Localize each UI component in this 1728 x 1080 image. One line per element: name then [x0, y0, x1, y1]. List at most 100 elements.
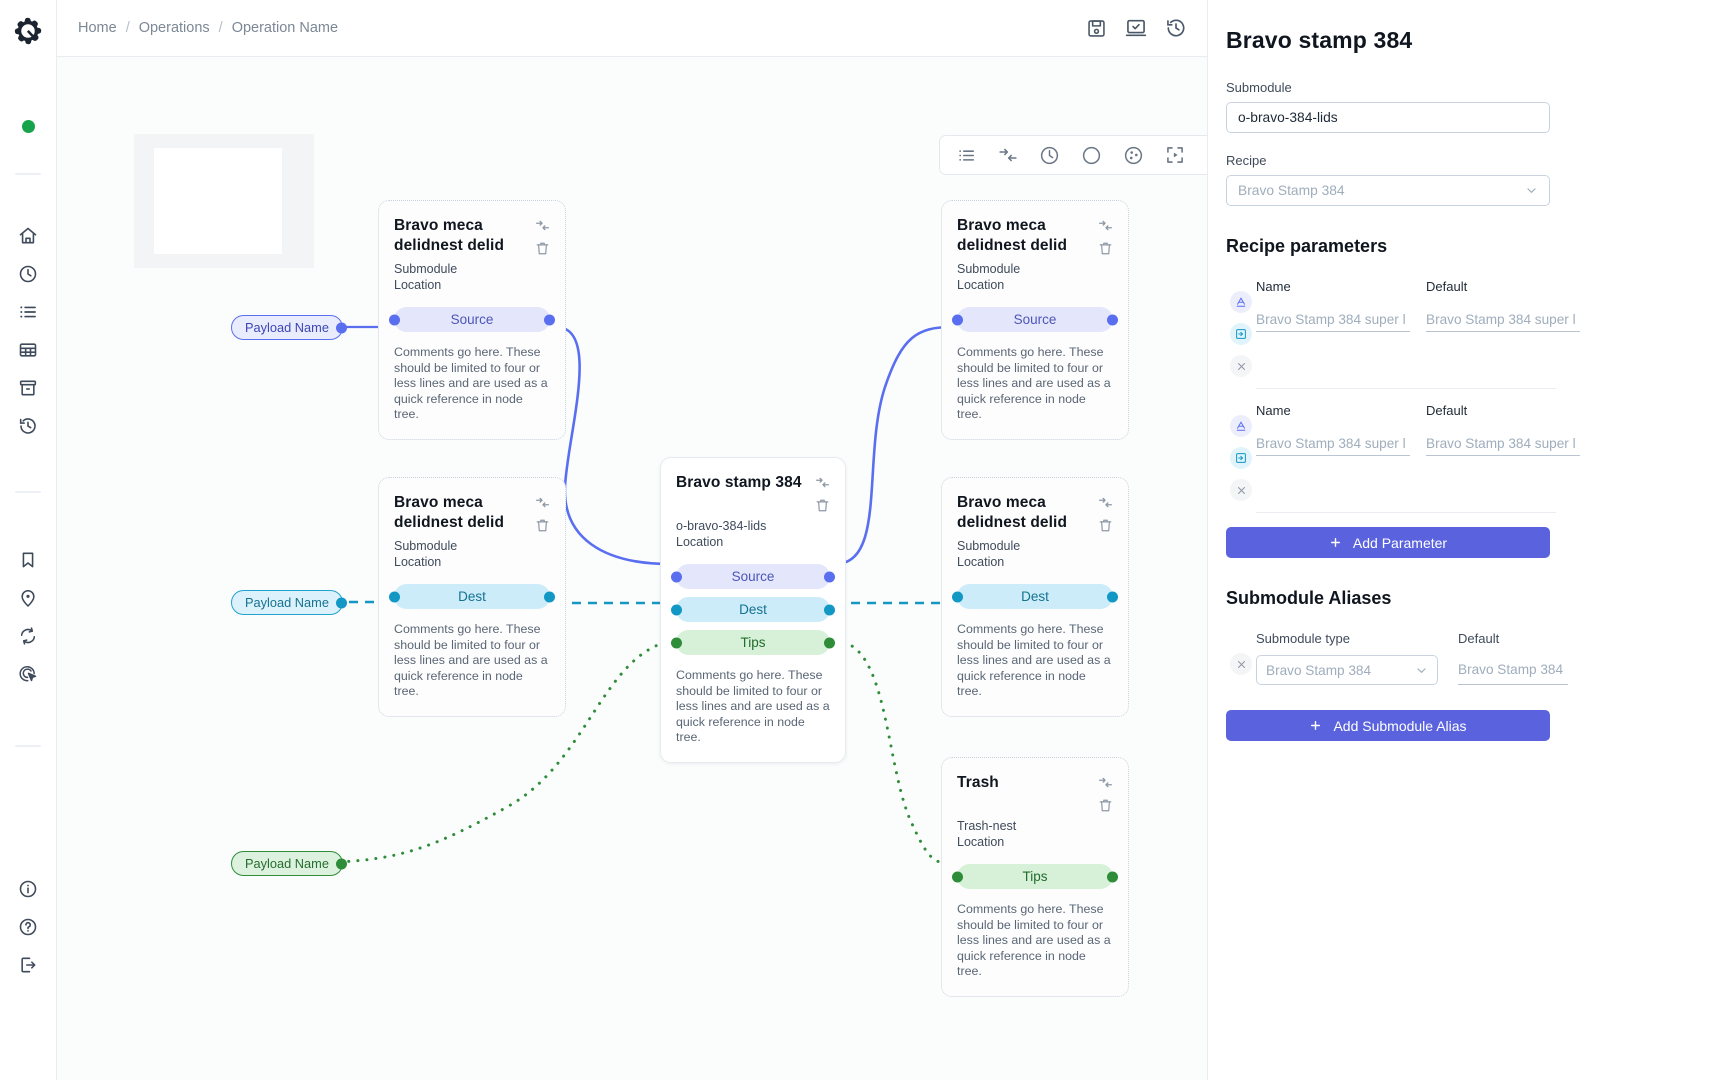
trash-icon[interactable]: [1098, 518, 1113, 533]
graph-canvas[interactable]: Payload Name Payload Name Payload Name B…: [57, 57, 1207, 1080]
sidebar-item-help[interactable]: [6, 908, 50, 946]
node-comment: Comments go here. These should be limite…: [394, 345, 548, 422]
sidebar-item-sync[interactable]: [6, 617, 50, 655]
sidebar-item-grid[interactable]: [6, 331, 50, 369]
row-divider: [1256, 512, 1556, 513]
alias-default-input[interactable]: Bravo Stamp 384: [1458, 655, 1568, 685]
collapse-arrows-icon[interactable]: [991, 140, 1025, 170]
trash-icon[interactable]: [1098, 241, 1113, 256]
sidebar-item-home[interactable]: [6, 217, 50, 255]
trash-icon[interactable]: [1098, 798, 1113, 813]
node-actions: [535, 216, 550, 256]
import-icon[interactable]: [1230, 447, 1252, 469]
node-ports: Dest: [389, 584, 555, 609]
fit-view-icon[interactable]: [1158, 140, 1192, 170]
circle-icon[interactable]: [1074, 140, 1108, 170]
sidebar-item-lists[interactable]: [6, 293, 50, 331]
collapse-arrows-icon[interactable]: [535, 495, 550, 510]
port-dest[interactable]: Dest: [952, 584, 1118, 609]
port-source[interactable]: Source: [389, 307, 555, 332]
node-card-trash[interactable]: Trash Trash-nest Location: [941, 757, 1129, 997]
parameter-name-input[interactable]: Bravo Stamp 384 super l: [1256, 431, 1410, 456]
list-view-icon[interactable]: [950, 140, 984, 170]
port-source[interactable]: Source: [952, 307, 1118, 332]
clock-icon[interactable]: [1033, 140, 1067, 170]
payload-pill-dest[interactable]: Payload Name: [231, 590, 347, 615]
payload-pill-label: Payload Name: [245, 320, 329, 335]
sidebar-item-bookmarks[interactable]: [6, 541, 50, 579]
chevron-down-icon: [1415, 664, 1428, 677]
import-icon[interactable]: [1230, 323, 1252, 345]
node-header: Bravo stamp 384: [676, 473, 830, 513]
expand-icon[interactable]: [1199, 140, 1207, 170]
breadcrumb-item-operations[interactable]: Operations: [138, 20, 210, 36]
sidebar-item-locations[interactable]: [6, 579, 50, 617]
gear-logo-icon[interactable]: [11, 14, 45, 48]
collapse-arrows-icon[interactable]: [1098, 775, 1113, 790]
add-parameter-button[interactable]: Add Parameter: [1226, 527, 1550, 558]
rail-divider-2: [15, 491, 41, 493]
port-dot-in: [952, 871, 963, 882]
status-indicator: [21, 120, 35, 133]
node-actions: [1098, 773, 1113, 813]
sidebar-item-logout[interactable]: [6, 946, 50, 984]
collapse-arrows-icon[interactable]: [1098, 495, 1113, 510]
port-dest[interactable]: Dest: [389, 584, 555, 609]
parameter-name-input[interactable]: Bravo Stamp 384 super l: [1256, 307, 1410, 332]
validate-icon[interactable]: [1125, 17, 1147, 39]
parameter-default-input[interactable]: Bravo Stamp 384 super l: [1426, 307, 1580, 332]
page-title: Bravo stamp 384: [1226, 27, 1413, 53]
remove-icon[interactable]: [1230, 355, 1252, 377]
text-type-icon[interactable]: [1230, 291, 1252, 313]
node-comment: Comments go here. These should be limite…: [957, 622, 1111, 699]
canvas-toolbar: [939, 135, 1207, 175]
node-actions: [1098, 493, 1113, 533]
port-tips[interactable]: Tips: [671, 630, 835, 655]
remove-icon[interactable]: [1230, 479, 1252, 501]
parameter-default-label: Default: [1426, 279, 1468, 294]
sidebar-item-recent[interactable]: [6, 255, 50, 293]
port-tips[interactable]: Tips: [952, 864, 1118, 889]
node-card[interactable]: Bravo meca delidnest delid Submodule Loc…: [941, 200, 1129, 440]
recipe-label: Recipe: [1226, 153, 1267, 168]
node-ports: Tips: [952, 864, 1118, 889]
breadcrumb-item-home[interactable]: Home: [78, 20, 117, 36]
scatter-icon[interactable]: [1116, 140, 1150, 170]
port-dot-out: [824, 637, 835, 648]
sidebar-item-info[interactable]: [6, 870, 50, 908]
payload-pill-tips[interactable]: Payload Name: [231, 851, 347, 876]
collapse-arrows-icon[interactable]: [1098, 218, 1113, 233]
parameter-row-actions: [1226, 279, 1256, 377]
submodule-input[interactable]: o-bravo-384-lids: [1226, 102, 1550, 133]
port-dest[interactable]: Dest: [671, 597, 835, 622]
save-icon[interactable]: [1086, 18, 1107, 39]
trash-icon[interactable]: [535, 241, 550, 256]
text-type-icon[interactable]: [1230, 415, 1252, 437]
port-dot-in: [952, 591, 963, 602]
node-header: Bravo meca delidnest delid: [394, 216, 550, 256]
row-divider: [1256, 388, 1556, 389]
collapse-arrows-icon[interactable]: [535, 218, 550, 233]
history-icon[interactable]: [1165, 17, 1187, 39]
parameter-default-input[interactable]: Bravo Stamp 384 super l: [1426, 431, 1580, 456]
port-label: Dest: [739, 602, 767, 617]
payload-pill-source[interactable]: Payload Name: [231, 315, 347, 340]
node-card[interactable]: Bravo meca delidnest delid Submodule Loc…: [378, 200, 566, 440]
node-card-selected[interactable]: Bravo stamp 384 o-bravo-384-lids Locatio…: [660, 457, 846, 763]
port-source[interactable]: Source: [671, 564, 835, 589]
collapse-arrows-icon[interactable]: [815, 475, 830, 490]
sidebar-item-history[interactable]: [6, 407, 50, 445]
alias-type-select[interactable]: Bravo Stamp 384: [1256, 655, 1438, 685]
node-card[interactable]: Bravo meca delidnest delid Submodule Loc…: [378, 477, 566, 717]
trash-icon[interactable]: [815, 498, 830, 513]
node-card[interactable]: Bravo meca delidnest delid Submodule Loc…: [941, 477, 1129, 717]
sidebar-item-archive[interactable]: [6, 369, 50, 407]
trash-icon[interactable]: [535, 518, 550, 533]
alias-fields: Submodule type Bravo Stamp 384 Default B…: [1256, 631, 1568, 685]
remove-icon[interactable]: [1230, 653, 1252, 675]
payload-pill-label: Payload Name: [245, 856, 329, 871]
edge-blue-center-right: [834, 325, 953, 566]
recipe-select[interactable]: Bravo Stamp 384: [1226, 175, 1550, 206]
add-submodule-alias-button[interactable]: Add Submodule Alias: [1226, 710, 1550, 741]
sidebar-item-select[interactable]: [6, 655, 50, 693]
